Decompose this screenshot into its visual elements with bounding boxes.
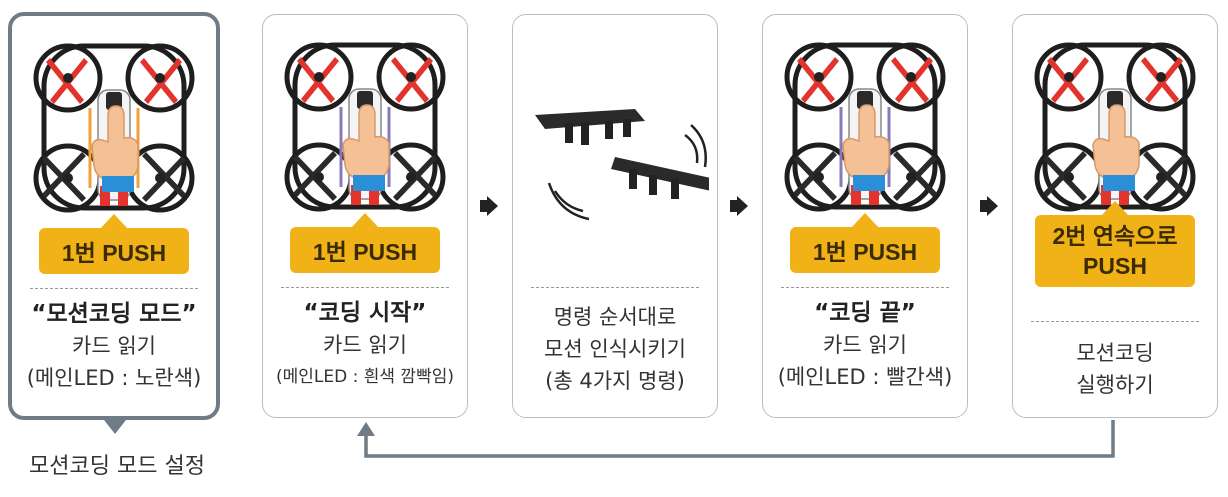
divider xyxy=(1031,321,1199,322)
led-status: (메인LED : 빨간색) xyxy=(777,365,953,389)
drone-icon xyxy=(1031,37,1199,215)
drone-icon xyxy=(30,38,198,216)
divider xyxy=(781,287,949,288)
step-card-coding-start: 1번 PUSH “코딩 시작” 카드 읽기 (메인LED : 흰색 깜빡임) xyxy=(262,14,468,418)
card-action: 카드 읽기 xyxy=(72,334,156,358)
push-badge: 1번 PUSH xyxy=(290,213,440,273)
action-line: 실행하기 xyxy=(1076,373,1154,397)
drone-icon xyxy=(281,37,449,215)
step-description: “코딩 시작” 카드 읽기 (메인LED : 흰색 깜빡임) xyxy=(263,297,467,393)
card-pointer xyxy=(104,420,126,434)
divider xyxy=(531,287,699,288)
divider xyxy=(281,287,449,288)
mode-setup-caption: 모션코딩 모드 설정 xyxy=(29,454,205,479)
step-card-coding-end: 1번 PUSH “코딩 끝” 카드 읽기 (메인LED : 빨간색) xyxy=(762,14,968,418)
instruction-line: (총 4가지 명령) xyxy=(545,369,685,393)
double-push-badge: 2번 연속으로 PUSH xyxy=(1035,201,1195,287)
divider xyxy=(30,288,198,289)
card-action: 카드 읽기 xyxy=(823,333,907,357)
card-title: “코딩 시작” xyxy=(303,300,427,326)
step-card-record-motion: 명령 순서대로 모션 인식시키기 (총 4가지 명령) xyxy=(512,14,718,418)
card-title: “코딩 끝” xyxy=(814,300,916,326)
drone-icon xyxy=(781,37,949,215)
card-action: 카드 읽기 xyxy=(323,333,407,357)
step-description: 모션코딩 실행하기 xyxy=(1013,337,1217,401)
step-description: 명령 순서대로 모션 인식시키기 (총 4가지 명령) xyxy=(513,301,717,397)
drone-motion-icon xyxy=(535,109,709,221)
led-status: (메인LED : 노란색) xyxy=(26,366,202,390)
card-title: “모션코딩 모드” xyxy=(31,301,197,327)
instruction-line: 모션 인식시키기 xyxy=(544,337,686,361)
step-description: “모션코딩 모드” 카드 읽기 (메인LED : 노란색) xyxy=(12,298,216,394)
step-card-motion-coding-mode: 1번 PUSH “모션코딩 모드” 카드 읽기 (메인LED : 노란색) xyxy=(8,12,220,420)
instruction-line: 명령 순서대로 xyxy=(553,305,677,329)
push-badge: 1번 PUSH xyxy=(39,214,189,274)
action-line: 모션코딩 xyxy=(1076,341,1154,365)
step-card-run-motion: 2번 연속으로 PUSH 모션코딩 실행하기 xyxy=(1012,14,1218,418)
loop-back-arrow-icon xyxy=(357,420,1115,458)
led-status: (메인LED : 흰색 깜빡임) xyxy=(276,367,454,387)
step-description: “코딩 끝” 카드 읽기 (메인LED : 빨간색) xyxy=(763,297,967,393)
push-badge: 1번 PUSH xyxy=(790,213,940,273)
